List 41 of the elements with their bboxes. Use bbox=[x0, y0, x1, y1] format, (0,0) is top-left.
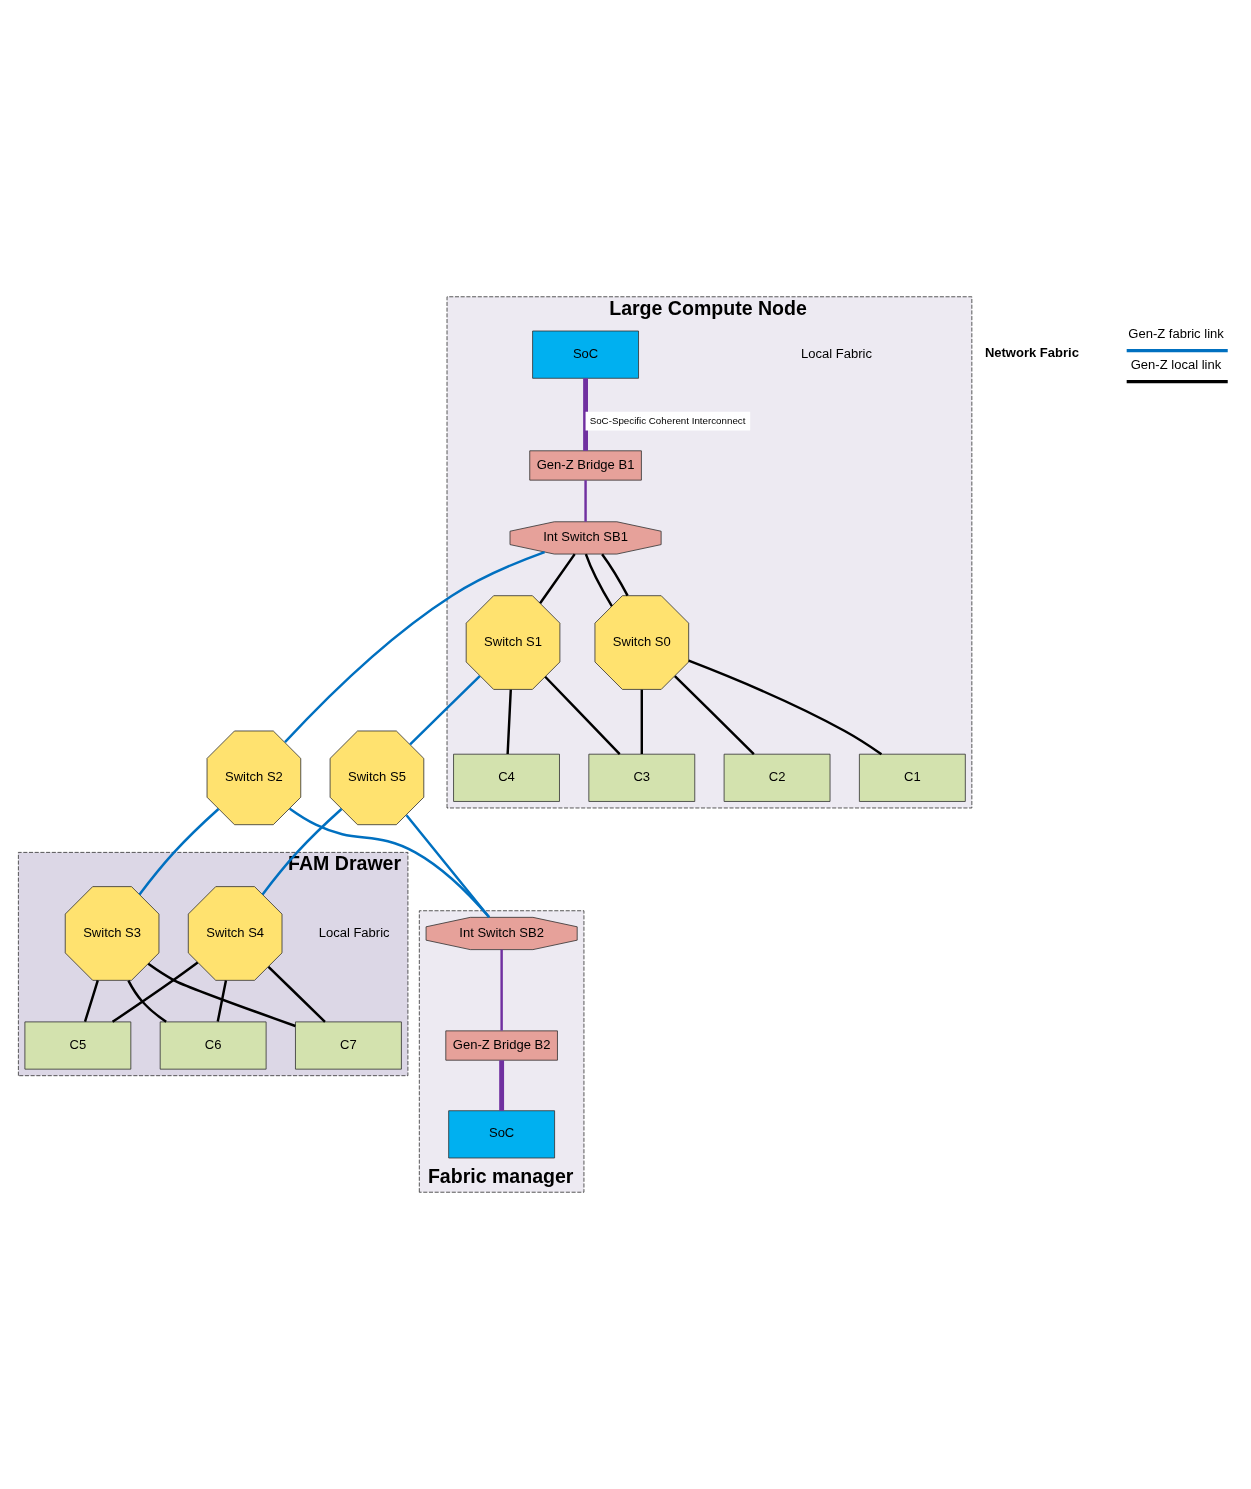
node-box: Gen-Z Bridge B1 bbox=[529, 450, 642, 481]
connector bbox=[409, 675, 481, 746]
node-box: C4 bbox=[453, 753, 560, 802]
node-box: C6 bbox=[159, 1021, 267, 1070]
connector bbox=[544, 675, 621, 755]
label: Network Fabric bbox=[984, 344, 1079, 360]
connector bbox=[127, 980, 167, 1023]
connector bbox=[499, 1060, 505, 1111]
connector bbox=[584, 553, 613, 607]
label: Local Fabric bbox=[318, 924, 390, 940]
connector bbox=[688, 659, 883, 756]
connector bbox=[583, 378, 588, 451]
connector bbox=[111, 961, 199, 1023]
connector bbox=[601, 553, 629, 597]
connector bbox=[500, 949, 503, 1031]
connector bbox=[216, 980, 228, 1022]
node-box: SoC bbox=[448, 1110, 555, 1159]
node-box: SoC bbox=[532, 330, 639, 379]
node-box: C7 bbox=[295, 1021, 402, 1070]
connector bbox=[261, 808, 343, 896]
connector bbox=[506, 689, 512, 755]
node-box: C1 bbox=[858, 753, 966, 802]
connector bbox=[405, 814, 490, 918]
edge-label: SoC-Specific Coherent Interconnect bbox=[589, 414, 746, 426]
node-box: C3 bbox=[588, 753, 696, 802]
connector bbox=[640, 689, 643, 754]
connector bbox=[539, 553, 576, 604]
node-box: C2 bbox=[723, 753, 831, 802]
connector bbox=[83, 980, 99, 1022]
connector bbox=[584, 480, 587, 522]
connector bbox=[267, 965, 326, 1023]
connector bbox=[147, 962, 296, 1028]
connector bbox=[284, 550, 546, 743]
legend-label: Gen-Z local link bbox=[1130, 357, 1222, 373]
node-box: Gen-Z Bridge B2 bbox=[445, 1030, 558, 1061]
connector bbox=[674, 675, 755, 755]
connector bbox=[289, 807, 491, 919]
legend-label: Gen-Z fabric link bbox=[1128, 326, 1224, 342]
node-box: C5 bbox=[24, 1021, 132, 1070]
label: Local Fabric bbox=[801, 345, 873, 361]
connector bbox=[138, 808, 220, 896]
